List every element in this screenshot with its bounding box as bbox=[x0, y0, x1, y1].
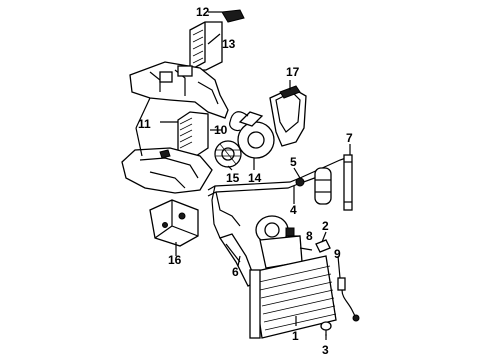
callout-17: 17 bbox=[286, 65, 300, 79]
part-15-blower-wheel bbox=[214, 140, 242, 168]
callout-3: 3 bbox=[322, 343, 329, 357]
part-10-heater-core bbox=[177, 111, 209, 157]
callout-11: 11 bbox=[138, 117, 151, 131]
callout-9: 9 bbox=[334, 247, 341, 261]
callout-8: 8 bbox=[306, 229, 313, 243]
part-14-blower-motor bbox=[229, 111, 275, 159]
part-11-upper-housing bbox=[129, 61, 229, 119]
callout-10: 10 bbox=[214, 123, 228, 137]
callout-7: 7 bbox=[346, 131, 353, 145]
callout-15: 15 bbox=[226, 171, 240, 185]
part-16-lower-case bbox=[149, 199, 199, 247]
callout-16: 16 bbox=[168, 253, 182, 267]
part-3-fitting bbox=[320, 321, 332, 336]
part-11-lower-housing bbox=[121, 147, 213, 194]
callout-6: 6 bbox=[232, 265, 239, 279]
callout-labels: 12 13 17 11 10 7 5 15 14 4 2 8 9 16 6 1 … bbox=[138, 5, 353, 357]
callout-5: 5 bbox=[290, 155, 297, 169]
part-8-compressor bbox=[255, 215, 313, 269]
callout-12: 12 bbox=[196, 5, 210, 19]
callout-14: 14 bbox=[248, 171, 262, 185]
callout-1: 1 bbox=[292, 329, 299, 343]
part-4-refrigerant-lines bbox=[207, 157, 347, 239]
part-5-accumulator bbox=[295, 167, 332, 205]
part-1-condenser bbox=[249, 255, 337, 339]
part-12-13-core-unit bbox=[189, 9, 245, 71]
part-17-air-duct bbox=[269, 85, 307, 147]
part-9-sensor bbox=[337, 277, 360, 322]
callout-2: 2 bbox=[322, 219, 329, 233]
part-2-clip bbox=[315, 239, 331, 253]
part-7-bracket bbox=[343, 154, 353, 211]
callout-13: 13 bbox=[222, 37, 236, 51]
callout-4: 4 bbox=[290, 203, 297, 217]
leader-lines bbox=[135, 11, 351, 340]
